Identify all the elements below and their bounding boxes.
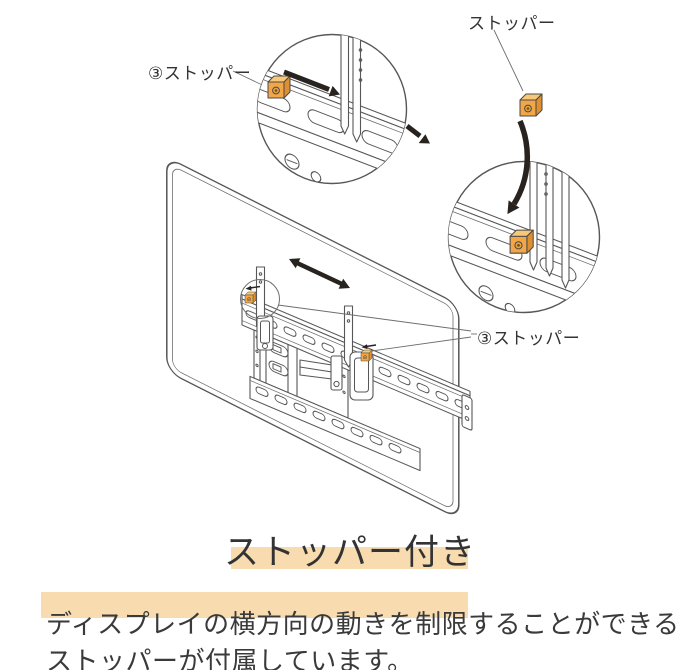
insert-arrow [507,119,530,215]
caption-title: ストッパー付き [223,533,476,573]
articulating-arm [299,355,343,391]
stopper-right [360,349,373,362]
stopper-left-arrow [245,285,261,291]
slide-arrow [289,258,350,289]
loose-stopper [519,93,543,117]
stopper-highlight-circle [240,279,280,319]
description-line2: ストッパーが付属しています。 [46,647,414,670]
title-highlight [231,547,468,569]
detach-arrow [405,124,430,144]
description-line1: ディスプレイの横方向の動きを制限することができる [46,610,680,640]
stopper-right-arrow [361,344,377,350]
callout-circle-right [447,160,601,314]
description-highlight [41,592,468,618]
description: ディスプレイの横方向の動きを制限することができるストッパーが付属しています。 [46,607,680,670]
tilt-bracket-right [349,351,374,401]
rail-end-cap [461,394,473,431]
leader-lines [277,304,477,352]
loose-stopper-label: ストッパー [468,14,556,34]
tilt-bracket-left [256,315,274,351]
callout2-stopper [509,229,534,254]
stopper-left [244,291,257,304]
callout1-label: ③ストッパー [148,64,252,84]
callout1-stopper [267,75,291,99]
callout1-slide-arrow [283,69,340,97]
wall-mount [240,266,473,472]
callout-circle-left [256,33,408,185]
loose-stopper-leader [493,29,524,92]
main-stopper-label: ③ストッパー [477,329,581,349]
